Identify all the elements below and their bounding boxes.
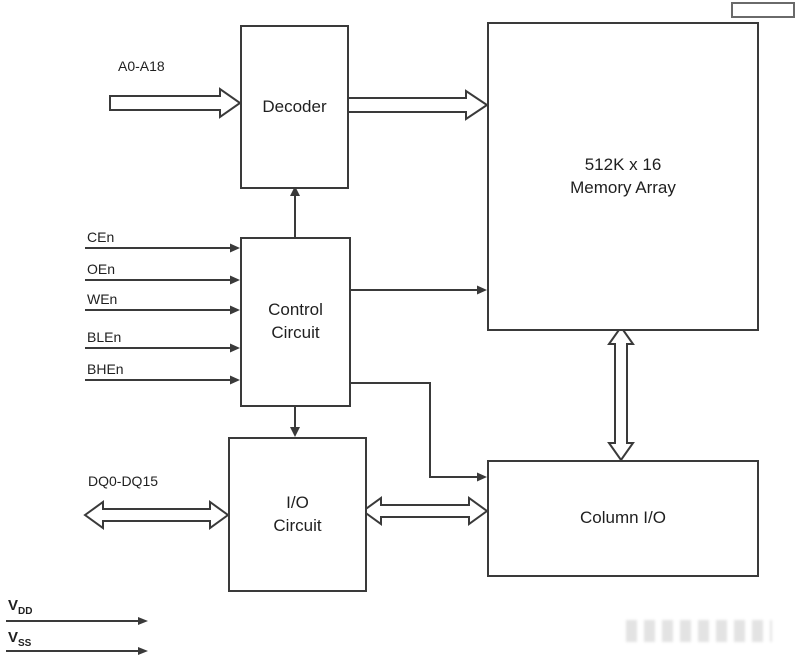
io-circuit-label-line1: I/O (286, 492, 309, 512)
control-to-column-arrow (347, 382, 487, 482)
vss-label-main: V (8, 629, 19, 646)
decoder-label: Decoder (262, 96, 327, 116)
control-to-io-arrow (290, 403, 300, 437)
address-bus-label: A0-A18 (118, 58, 165, 74)
address-bus-arrow (109, 87, 242, 119)
oe-wire (85, 275, 240, 285)
vdd-wire (6, 617, 148, 625)
we-signal-label: WEn (87, 291, 118, 307)
memory-array-size-label: 512K x 16 (584, 154, 662, 174)
memory-array-label: Memory Array (570, 177, 676, 197)
decoder-to-memory-arrow (344, 89, 489, 121)
dq-bus-label: DQ0-DQ15 (88, 473, 159, 489)
ble-wire (85, 343, 240, 353)
control-circuit-label-line2: Circuit (271, 323, 320, 342)
oe-signal-label: OEn (87, 261, 116, 277)
watermark-artifact (626, 620, 772, 642)
ce-wire (85, 243, 240, 253)
io-circuit-label-line2: Circuit (273, 515, 322, 535)
we-wire (85, 305, 240, 315)
column-io-block: Column I/O (487, 460, 759, 577)
ce-signal-label: CEn (87, 229, 115, 245)
cropped-corner-box (731, 2, 795, 18)
vdd-label: VDD (8, 597, 32, 617)
vss-label: VSS (8, 629, 31, 649)
memory-column-bidir-arrow (607, 325, 635, 462)
control-to-decoder-arrow (290, 186, 300, 237)
bhe-signal-label: BHEn (87, 361, 124, 377)
column-io-label: Column I/O (580, 508, 666, 528)
control-circuit-block: Control Circuit (240, 237, 351, 407)
vss-label-sub: SS (18, 638, 32, 649)
memory-array-block: 512K x 16 Memory Array (487, 22, 759, 331)
control-to-memory-arrow (347, 285, 487, 295)
vss-wire (6, 647, 148, 655)
decoder-block: Decoder (240, 25, 349, 189)
bhe-wire (85, 375, 240, 385)
ble-signal-label: BLEn (87, 329, 122, 345)
io-circuit-block: I/O Circuit (228, 437, 367, 592)
dq-bus-arrow (83, 500, 230, 530)
vdd-label-main: V (8, 597, 19, 614)
vdd-label-sub: DD (18, 606, 33, 617)
control-circuit-label-line1: Control (268, 300, 323, 320)
io-column-bidir-arrow (361, 496, 489, 526)
